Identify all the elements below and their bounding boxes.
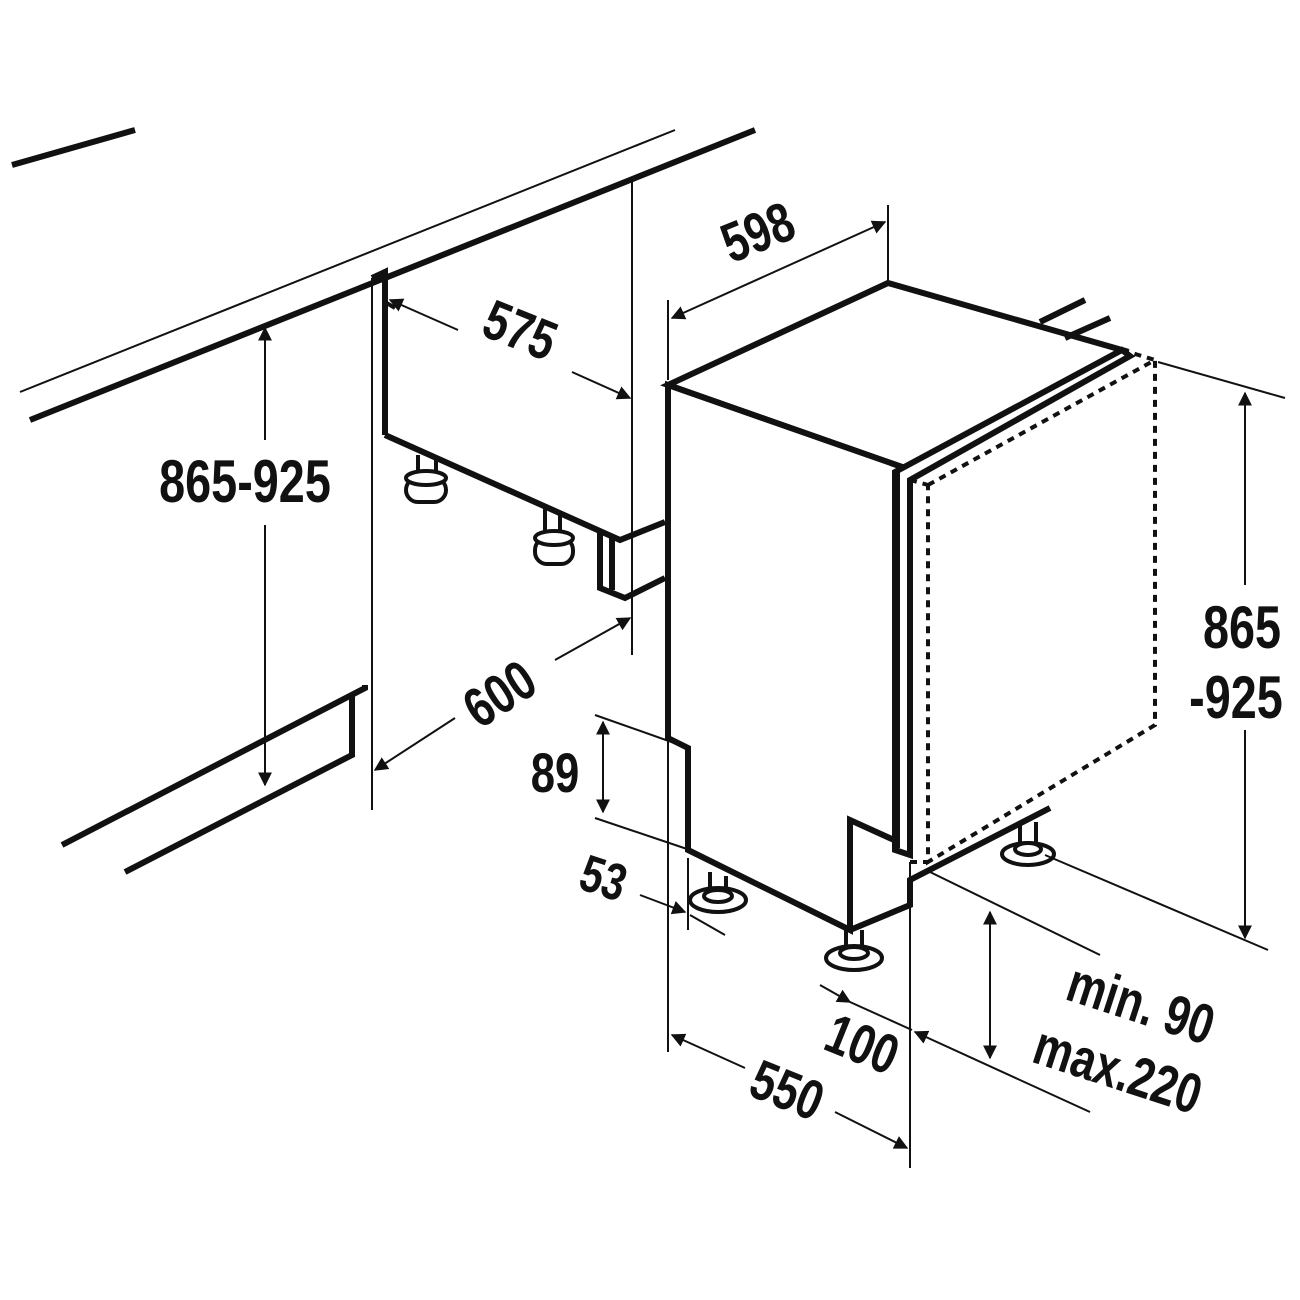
- dishwasher-foot-front-right: [824, 928, 884, 972]
- label-niche-width: 600: [452, 648, 547, 740]
- label-plinth-offset: 53: [573, 843, 634, 912]
- label-appliance-height-top: 865: [1203, 594, 1281, 661]
- label-appliance-height-bottom: -925: [1189, 664, 1283, 731]
- label-niche-height: 865-925: [159, 448, 331, 515]
- label-niche-depth: 575: [475, 288, 566, 373]
- cabinet-foot-left: [404, 455, 448, 504]
- label-appliance-width: 598: [712, 190, 803, 275]
- dishwasher-foot-front-left: [688, 872, 748, 914]
- label-plinth-height: 89: [531, 742, 580, 804]
- dishwasher-foot-rear-right: [1000, 822, 1056, 867]
- cabinet-foot-middle: [533, 508, 575, 566]
- kitchen-cabinet: [11, 127, 757, 875]
- dishwasher-body: [660, 279, 1157, 972]
- dimension-lines: [258, 205, 1286, 1168]
